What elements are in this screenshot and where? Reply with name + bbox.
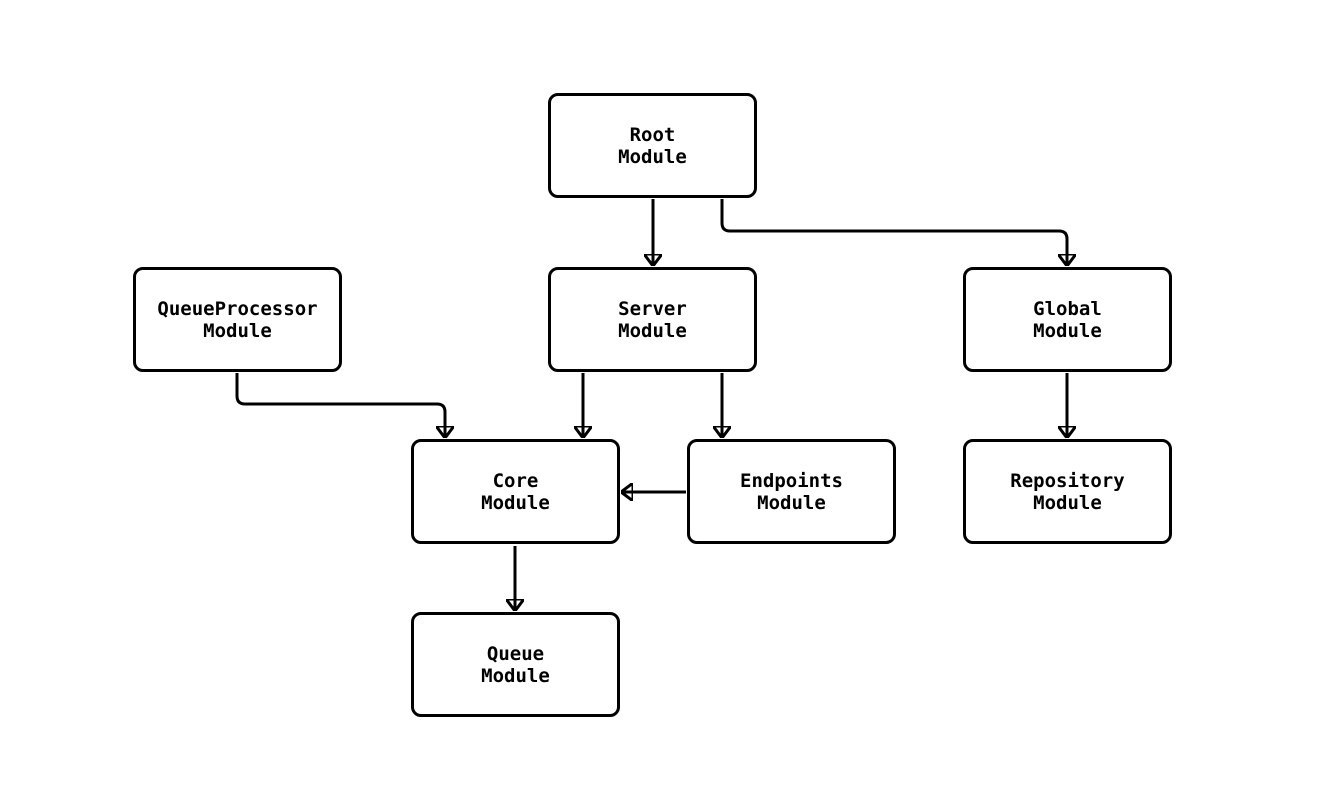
node-global-module-label: Global Module: [1033, 297, 1102, 342]
node-endpoints-module: Endpoints Module: [687, 439, 896, 544]
node-repository-module-label: Repository Module: [1010, 469, 1125, 514]
node-repository-module: Repository Module: [963, 439, 1172, 544]
node-queueprocessor-module: QueueProcessor Module: [133, 267, 342, 372]
node-global-module: Global Module: [963, 267, 1172, 372]
node-core-module: Core Module: [411, 439, 620, 544]
node-root-module: Root Module: [548, 93, 757, 198]
edge-root-to-global: [720, 199, 1067, 266]
node-queue-module-label: Queue Module: [481, 642, 550, 687]
node-root-module-label: Root Module: [618, 123, 687, 168]
node-queue-module: Queue Module: [411, 612, 620, 717]
node-server-module-label: Server Module: [618, 297, 687, 342]
node-server-module: Server Module: [548, 267, 757, 372]
node-endpoints-module-label: Endpoints Module: [740, 469, 843, 514]
node-core-module-label: Core Module: [481, 469, 550, 514]
node-queueprocessor-module-label: QueueProcessor Module: [157, 297, 318, 342]
edge-queueprocessor-to-core: [235, 373, 445, 438]
